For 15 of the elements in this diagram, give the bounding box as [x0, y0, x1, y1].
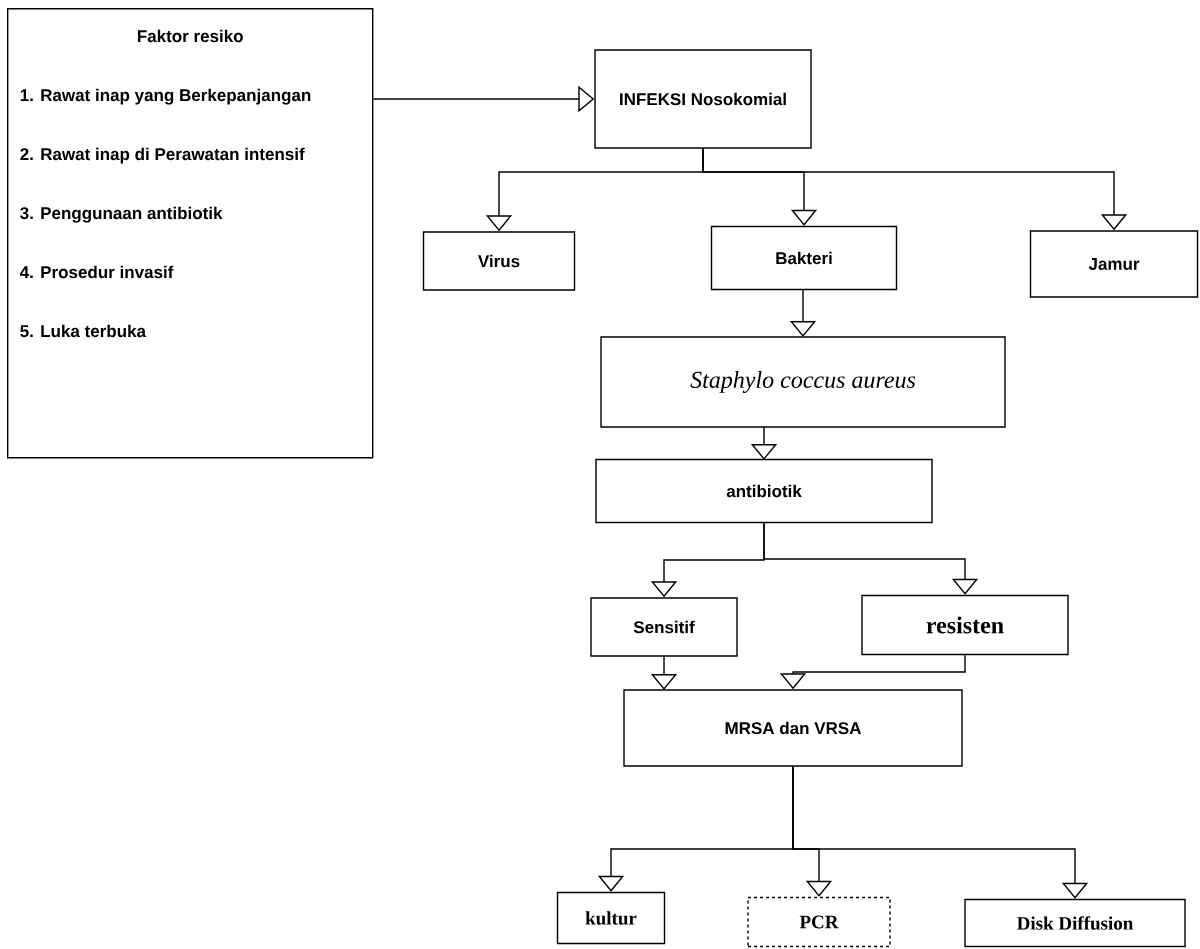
arrow — [792, 766, 1089, 899]
process-box: Sensitif — [590, 597, 738, 657]
process-box: Staphylo coccus aureus — [600, 336, 1006, 428]
process-box: PCR — [747, 896, 891, 948]
process-box: Jamur — [1029, 230, 1199, 298]
arrow — [763, 522, 979, 595]
process-box: Bakteri — [710, 225, 898, 291]
process-box: Disk Diffusion — [964, 898, 1186, 948]
process-box: MRSA dan VRSA — [623, 689, 963, 767]
process-box: INFEKSI Nosokomial — [594, 49, 812, 149]
process-box: resisten — [861, 594, 1069, 656]
process-box: Virus — [422, 231, 576, 291]
process-box: antibiotik — [595, 458, 933, 524]
process-box: kultur — [556, 891, 666, 945]
risk-factor-box: Faktor resiko 1. Rawat inap yang Berkepanjangan 2. Rawat inap di Perawatan intensif 3. Penggunaan antibiotik 4. Prosedur invasif 5. Luka terbuka — [7, 8, 374, 459]
